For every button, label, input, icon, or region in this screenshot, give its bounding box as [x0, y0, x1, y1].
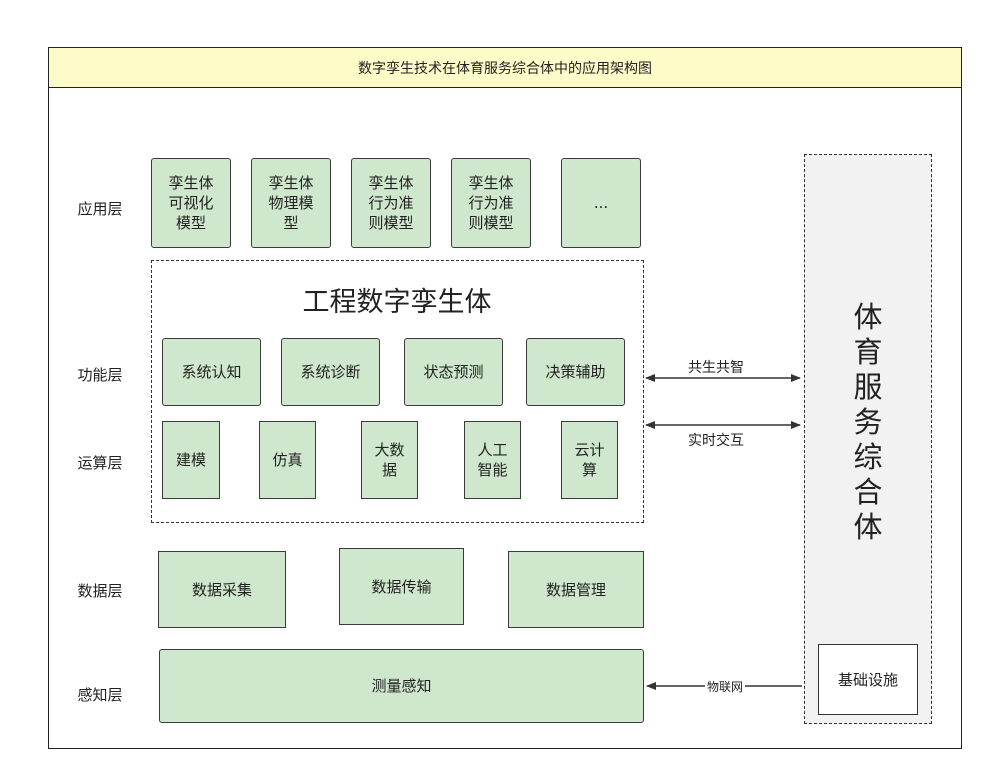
- compute-box-ai: 人工 智能: [464, 421, 521, 499]
- core-twin-container: [151, 260, 644, 523]
- diagram-title: 数字孪生技术在体育服务综合体中的应用架构图: [48, 47, 962, 88]
- app-box-behavior-1: 孪生体 行为准 则模型: [351, 158, 431, 248]
- compute-box-simulation: 仿真: [259, 421, 316, 499]
- layer-label-computing: 运算层: [77, 454, 123, 472]
- sports-complex-container: [804, 154, 932, 724]
- app-box-behavior-2: 孪生体 行为准 则模型: [451, 158, 531, 248]
- layer-label-function: 功能层: [77, 366, 123, 384]
- app-box-visualization: 孪生体 可视化 模型: [151, 158, 231, 248]
- function-box-decision: 决策辅助: [526, 338, 625, 406]
- compute-box-modeling: 建模: [162, 421, 220, 499]
- infrastructure-box: 基础设施: [818, 644, 918, 715]
- realtime-label: 实时交互: [686, 430, 746, 450]
- function-box-diagnosis: 系统诊断: [281, 338, 380, 406]
- data-box-management: 数据管理: [508, 551, 644, 628]
- data-box-collection: 数据采集: [158, 551, 286, 628]
- function-box-prediction: 状态预测: [404, 338, 503, 406]
- perception-box-measurement: 测量感知: [159, 649, 644, 723]
- layer-label-data: 数据层: [77, 582, 123, 600]
- layer-label-application: 应用层: [77, 200, 123, 218]
- co-intelligence-label: 共生共智: [686, 357, 746, 377]
- compute-box-cloud: 云计 算: [561, 421, 618, 499]
- app-box-physical: 孪生体 物理模 型: [251, 158, 331, 248]
- compute-box-bigdata: 大数 据: [361, 421, 418, 499]
- data-box-transmission: 数据传输: [339, 548, 464, 625]
- iot-label: 物联网: [705, 678, 746, 695]
- core-twin-title: 工程数字孪生体: [302, 287, 492, 318]
- layer-label-perception: 感知层: [77, 686, 123, 704]
- function-box-cognition: 系统认知: [162, 338, 261, 406]
- app-box-more: ...: [561, 158, 641, 248]
- sports-complex-title: 体 育 服 务 综 合 体: [853, 300, 883, 544]
